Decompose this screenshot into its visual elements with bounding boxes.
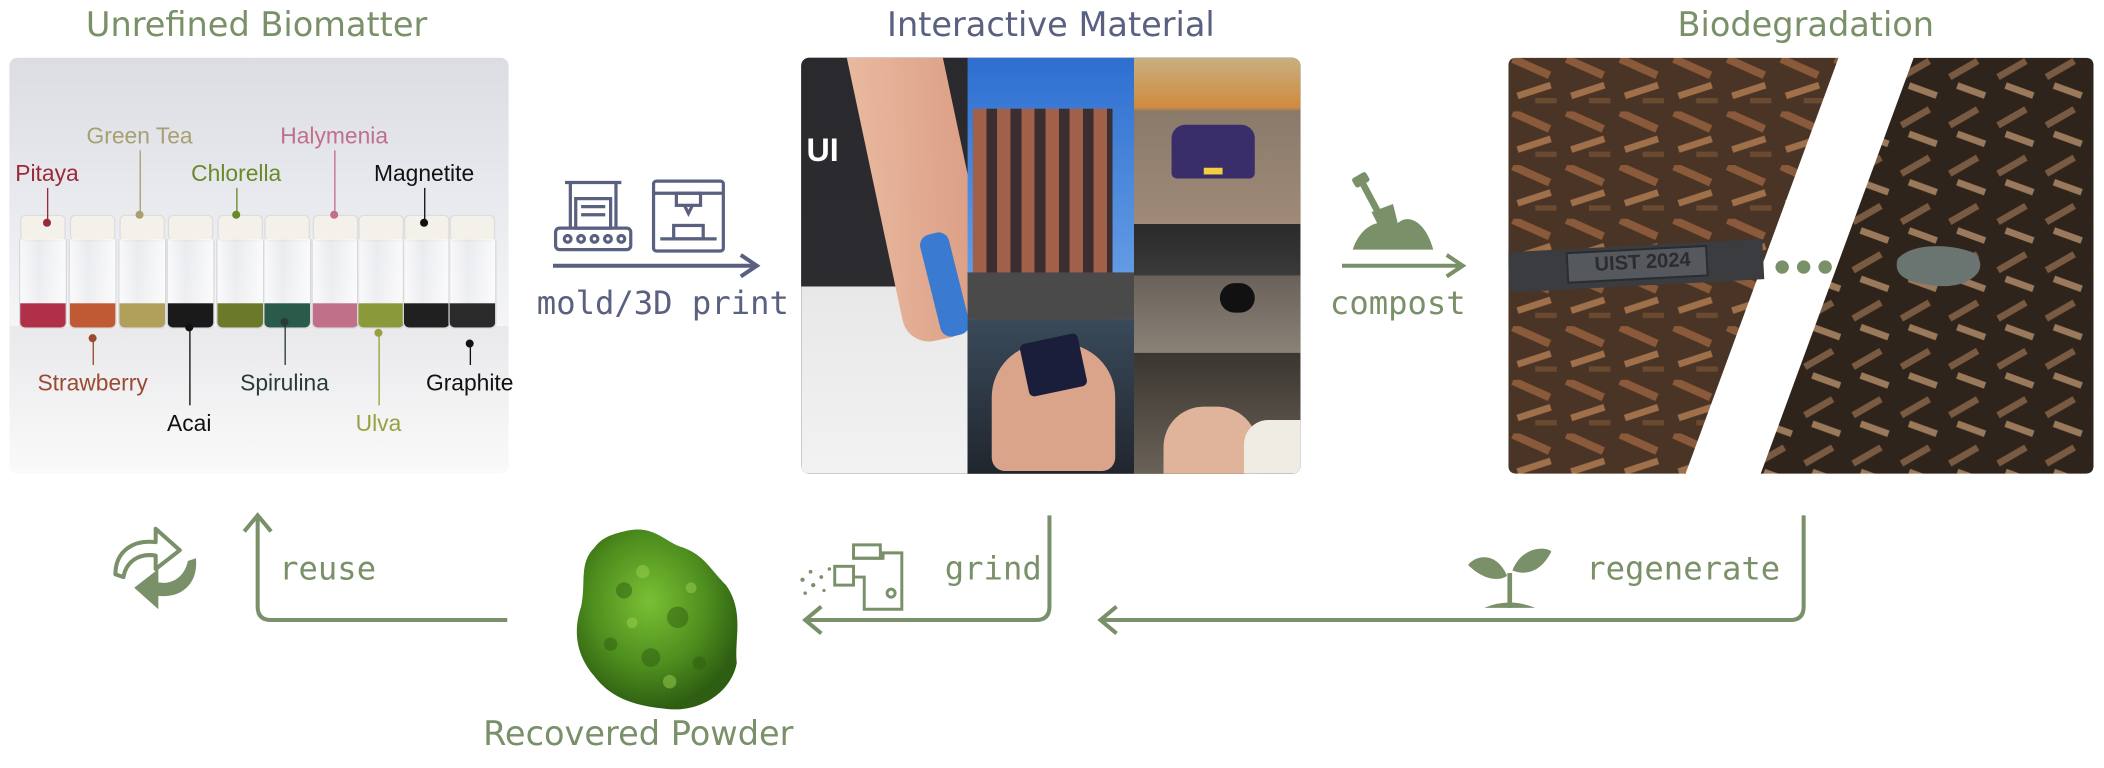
label-leader-dot (374, 328, 383, 337)
biomatter-label: Green Tea (86, 123, 193, 149)
3d-printer-icon (651, 179, 725, 253)
heading-interactive-material: Interactive Material (887, 5, 1215, 45)
biomatter-label: Spirulina (240, 370, 329, 396)
recovered-powder-image (576, 529, 738, 710)
vial (448, 214, 497, 330)
biomatter-label: Acai (167, 410, 212, 437)
photo-hands-device (967, 319, 1134, 474)
heading-biodegradation: Biodegradation (1677, 5, 1935, 45)
reuse-label: reuse (279, 550, 377, 588)
biomatter-label: Halymenia (280, 123, 389, 149)
label-leader-line (334, 150, 336, 215)
compost-label: compost (1329, 284, 1466, 323)
label-leader-dot (42, 218, 51, 227)
flow-line-regenerate (1097, 515, 1806, 635)
biomatter-label: Chlorella (191, 161, 282, 187)
grind-label: grind (944, 550, 1042, 588)
biomatter-label: Graphite (425, 370, 514, 396)
label-leader-dot (420, 218, 429, 227)
label-leader-dot (465, 339, 474, 348)
ui-text: UI (806, 132, 839, 170)
label-leader-dot (280, 318, 289, 327)
label-leader-line (189, 327, 191, 406)
label-leader-line (139, 150, 141, 215)
vial (402, 214, 451, 330)
label-leader-line (424, 187, 426, 223)
photo-racing-car (1133, 57, 1301, 225)
heading-unrefined-biomatter: Unrefined Biomatter (85, 5, 428, 45)
regenerate-label: regenerate (1586, 550, 1781, 588)
heading-recovered-powder: Recovered Powder (483, 713, 794, 753)
flow-line-reuse (242, 512, 508, 623)
vial (166, 214, 215, 330)
flow-line-grind (802, 515, 1052, 635)
label-leader-dot (330, 210, 339, 219)
vial (216, 214, 265, 330)
photo-building (967, 57, 1134, 320)
label-leader-line (92, 338, 94, 366)
vial (18, 214, 68, 330)
label-leader-line (236, 187, 238, 215)
photo-hand-mouse (1133, 352, 1301, 474)
ellipsis-icon (1775, 260, 1832, 274)
shovel-compost-icon (1352, 172, 1434, 250)
photo-knob (1133, 224, 1301, 353)
biomatter-label: Strawberry (37, 370, 148, 396)
label-leader-line (469, 343, 472, 366)
label-leader-dot (88, 334, 97, 343)
label-leader-line (46, 187, 49, 223)
arrow-mold-print (552, 253, 761, 279)
arrow-compost (1342, 253, 1467, 279)
label-leader-dot (232, 210, 241, 219)
vial (68, 214, 117, 330)
vial (263, 214, 312, 330)
sprout-icon (1468, 548, 1552, 608)
biodegradation-photos: UIST 2024 (1507, 57, 2094, 474)
label-leader-dot (135, 210, 144, 219)
recycle-icon (113, 526, 197, 610)
mold-print-label: mold/3D print (536, 284, 789, 323)
factory-icon (553, 180, 633, 252)
biomatter-label: Magnetite (373, 161, 475, 187)
label-leader-line (378, 332, 380, 406)
label-leader-line (284, 322, 286, 366)
vial (311, 214, 360, 330)
interactive-material-collage: UI (801, 57, 1301, 474)
meat-grinder-icon (800, 543, 904, 611)
label-leader-dot (185, 323, 194, 332)
vial (118, 214, 167, 330)
biomatter-label: Ulva (355, 410, 402, 437)
biomatter-label: Pitaya (15, 161, 79, 187)
vial (356, 214, 406, 330)
photo-wristband: UI (801, 57, 1001, 474)
